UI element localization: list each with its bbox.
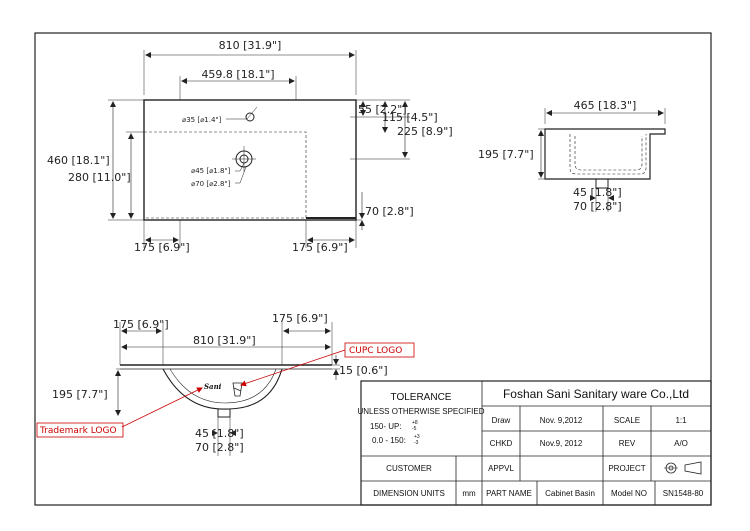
label-faucet-hole: ⌀35 [⌀1.4"] [182, 116, 222, 124]
scale-label: SCALE [614, 416, 640, 425]
dim-front-drain: 45 [1.8"] [195, 427, 244, 440]
dim-overall-depth: 460 [18.1"] [47, 154, 110, 167]
projection-symbol-cone [684, 461, 702, 475]
tolerance-range-1-minus: -5 [412, 426, 417, 432]
front-view [115, 322, 340, 456]
rev-value: A/O [674, 439, 688, 448]
dim-rim-to-faucet: 115 [4.5"] [382, 111, 438, 124]
dim-front-rim: 15 [0.6"] [339, 364, 388, 377]
model-no-value: SN1548-80 [663, 489, 704, 498]
dim-top-to-faucet: 55 [2.2"] [358, 103, 407, 116]
dim-side-height: 195 [7.7"] [478, 148, 534, 161]
side-view-labels: 465 [18.3"] 195 [7.7"] 45 [1.8"] 70 [2.8… [478, 99, 636, 213]
scale-value: 1:1 [675, 416, 687, 425]
dim-front-lip: 70 [2.8"] [365, 205, 414, 218]
draw-date: Nov. 9,2012 [540, 416, 583, 425]
dim-front-overall-width: 810 [31.9"] [193, 334, 256, 347]
front-drain [217, 408, 231, 418]
rev-label: REV [619, 439, 636, 448]
dim-front-left-margin: 175 [6.9"] [113, 318, 169, 331]
trademark-logo-mark: Sani [204, 382, 222, 391]
dim-top-to-drain: 225 [8.9"] [397, 125, 453, 138]
part-name-label: PART NAME [486, 489, 532, 498]
chkd-date: Nov.9, 2012 [540, 439, 583, 448]
side-drain [595, 178, 609, 189]
faucet-hole [245, 112, 255, 122]
dim-faucet-offset: 459.8 [18.1"] [201, 68, 274, 81]
label-drain-outer: ⌀70 [⌀2.8"] [191, 180, 231, 188]
callout-trademark-logo: Trademark LOGO [39, 426, 117, 436]
dim-front-right-margin: 175 [6.9"] [272, 312, 328, 325]
appvl-label: APPVL [488, 464, 514, 473]
dim-front-drain-outer: 70 [2.8"] [195, 441, 244, 454]
project-label: PROJECT [608, 464, 645, 473]
model-no-label: Model NO [611, 489, 647, 498]
draw-label: Draw [492, 416, 511, 425]
dim-side-drain-outer: 70 [2.8"] [573, 200, 622, 213]
dim-side-width: 465 [18.3"] [574, 99, 637, 112]
company-name: Foshan Sani Sanitary ware Co.,Ltd [503, 387, 689, 401]
tolerance-unless: UNLESS OTHERWISE SPECIFIED [358, 407, 485, 416]
front-bowl-inner [169, 368, 277, 404]
chkd-label: CHKD [490, 439, 513, 448]
dim-right-margin: 175 [6.9"] [292, 241, 348, 254]
dim-front-height: 195 [7.7"] [52, 388, 108, 401]
plan-outline [143, 99, 357, 221]
front-view-labels: 175 [6.9"] 175 [6.9"] 810 [31.9"] 195 [7… [52, 312, 388, 454]
callout-cupc-logo: CUPC LOGO [349, 346, 402, 356]
plan-bowl-outline [143, 131, 307, 219]
tolerance-range-1-plus: +8 [412, 420, 418, 426]
dimension-units-value: mm [462, 489, 476, 498]
side-view [538, 108, 666, 212]
dim-overall-width: 810 [31.9"] [219, 39, 282, 52]
tolerance-range-2-plus: +3 [414, 434, 420, 440]
callouts: CUPC LOGO Trademark LOGO [36, 342, 415, 438]
plan-view-labels: 810 [31.9"] 459.8 [18.1"] 55 [2.2"] 115 … [47, 39, 453, 254]
title-block-text: TOLERANCE UNLESS OTHERWISE SPECIFIED 150… [358, 387, 704, 498]
dim-side-drain: 45 [1.8"] [573, 186, 622, 199]
dim-bowl-depth: 280 [11.0"] [68, 171, 131, 184]
plan-view [108, 50, 410, 248]
side-profile [544, 128, 666, 180]
side-bowl-inner [569, 134, 647, 175]
tolerance-range-1: 150- UP: [370, 422, 402, 431]
side-bowl-inner-2 [574, 136, 643, 171]
cupc-logo-mark [232, 382, 243, 397]
label-drain-inner: ⌀45 [⌀1.8"] [191, 167, 231, 175]
dim-left-margin: 175 [6.9"] [134, 241, 190, 254]
tolerance-title: TOLERANCE [391, 392, 452, 403]
tolerance-range-2: 0.0 - 150: [372, 436, 406, 445]
part-name-value: Cabinet Basin [545, 489, 595, 498]
tolerance-range-2-minus: -3 [414, 440, 419, 446]
dimension-units-label: DIMENSION UNITS [373, 489, 445, 498]
customer-label: CUSTOMER [386, 464, 432, 473]
title-block [360, 380, 712, 506]
